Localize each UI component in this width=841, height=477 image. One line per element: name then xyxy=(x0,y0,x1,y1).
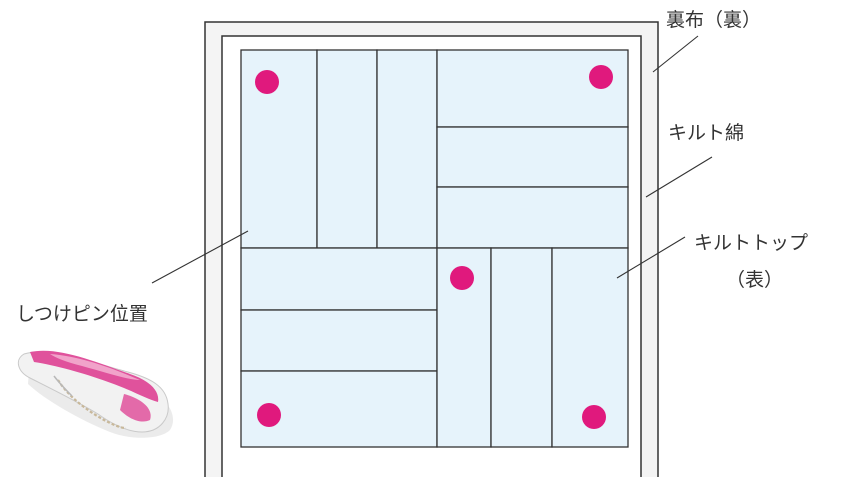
pin-dot xyxy=(450,266,474,290)
block-top-left-strip-3 xyxy=(377,50,437,248)
pin-dot xyxy=(257,403,281,427)
quilt-top xyxy=(241,50,628,447)
leader-backing xyxy=(653,36,698,72)
pin-dot xyxy=(589,65,613,89)
block-top-left-strip-2 xyxy=(317,50,377,248)
label-pin-position: しつけピン位置 xyxy=(16,303,148,325)
block-bottom-right-strip-2 xyxy=(491,248,552,447)
block-top-right-strip-3 xyxy=(437,187,628,248)
pin-dot xyxy=(255,70,279,94)
label-backing: 裏布（裏） xyxy=(666,9,761,31)
block-bottom-left-strip-1 xyxy=(241,248,437,310)
block-top-left-strip-1 xyxy=(241,50,317,248)
label-batting: キルト綿 xyxy=(668,122,744,144)
block-bottom-left-strip-2 xyxy=(241,310,437,371)
label-quilt-top: キルトトップ xyxy=(694,232,808,254)
pin-dot xyxy=(582,405,606,429)
label-quilt-top-sub: （表） xyxy=(726,269,783,291)
quilting-pin-clip-icon xyxy=(18,351,173,438)
block-top-right-strip-2 xyxy=(437,127,628,187)
